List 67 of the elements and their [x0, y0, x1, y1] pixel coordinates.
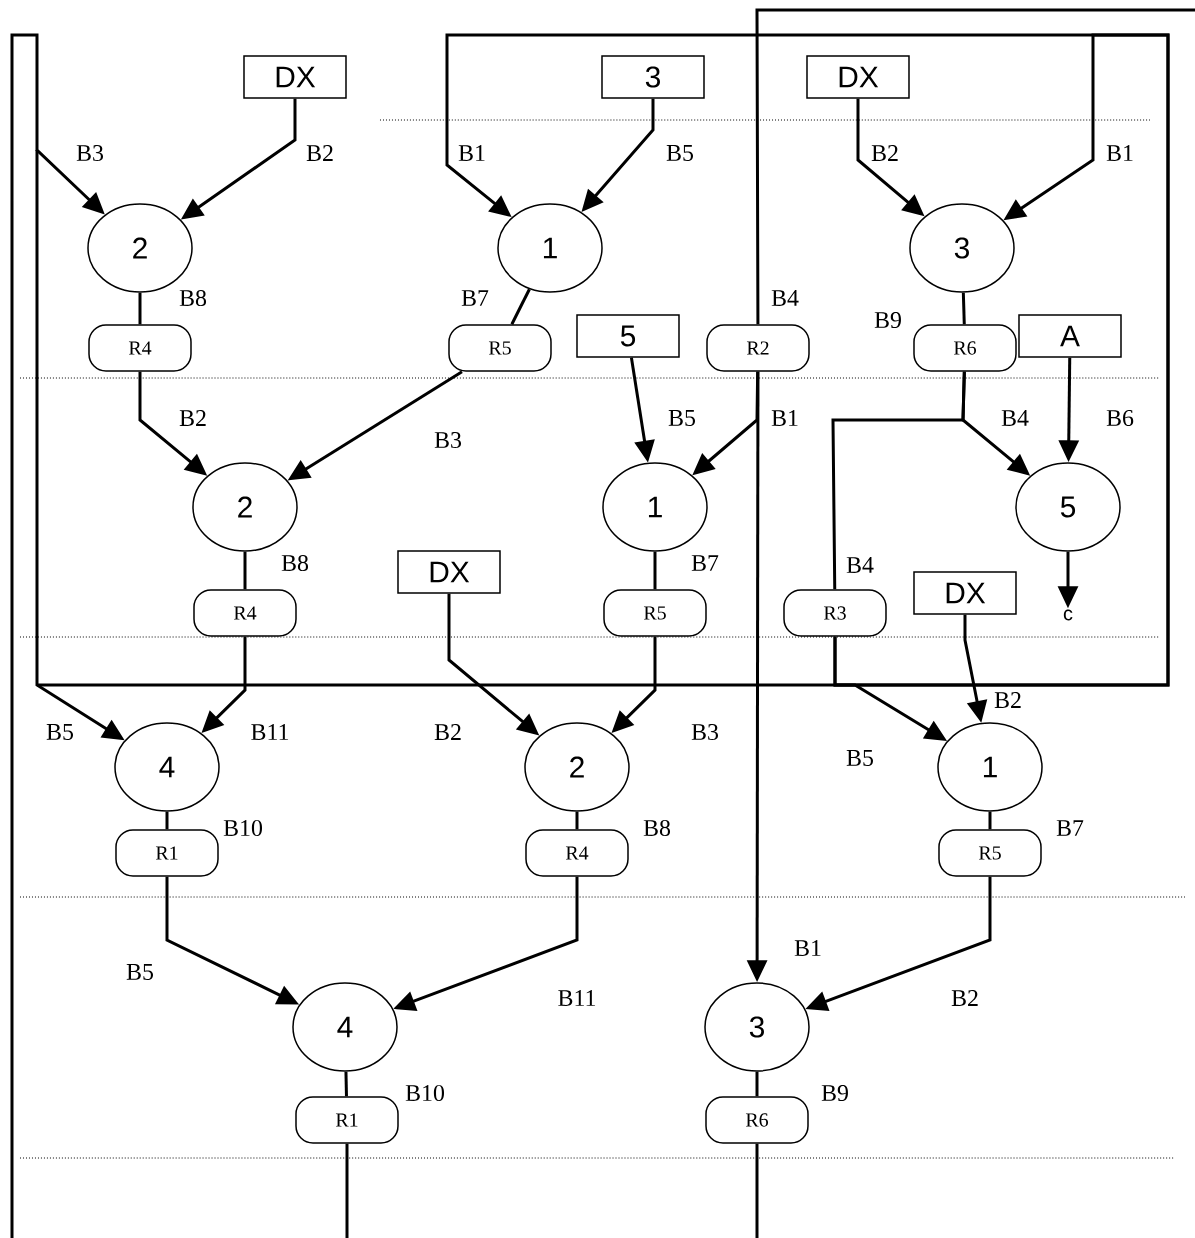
edge-label: B8 — [280, 553, 310, 573]
rounded-box: R5 — [938, 829, 1042, 877]
edge-label: B1 — [1105, 144, 1135, 162]
edge-label: B7 — [690, 554, 720, 572]
edge-label: B11 — [556, 989, 598, 1007]
edge-label: B1 — [457, 144, 487, 162]
output-text: c — [1063, 609, 1073, 621]
edge-label: B10 — [404, 1083, 446, 1103]
rounded-box: R1 — [295, 1096, 399, 1144]
edge-label: B1 — [770, 409, 800, 427]
edge-label: B2 — [433, 723, 463, 741]
edge-label: B11 — [249, 723, 291, 741]
edge-label: B5 — [667, 409, 697, 427]
edge-label: B5 — [665, 144, 695, 162]
edge-label: B3 — [433, 431, 463, 450]
edge-label: B5 — [125, 963, 155, 981]
edge-label: B3 — [690, 723, 720, 742]
edge-label: B9 — [873, 311, 903, 330]
edge-label: B10 — [222, 818, 264, 838]
edge-label: B5 — [845, 749, 875, 767]
connector-line — [653, 551, 657, 590]
connector-line — [755, 8, 1195, 325]
input-box: 3 — [601, 55, 705, 99]
rounded-box: R6 — [913, 324, 1017, 372]
edge-label: B1 — [793, 939, 823, 957]
connector-line — [510, 288, 531, 325]
connector-line — [344, 1071, 348, 1097]
edge-label: B4 — [770, 289, 800, 307]
input-box: DX — [806, 55, 910, 99]
edge-label: B4 — [1000, 409, 1030, 427]
edge-label: B9 — [820, 1084, 850, 1103]
connector-line — [575, 811, 579, 830]
input-box: 5 — [576, 314, 680, 358]
edge-label: B2 — [950, 989, 980, 1007]
rounded-box: R1 — [115, 829, 219, 877]
rounded-box: R3 — [783, 589, 887, 637]
edge-label: B5 — [45, 723, 75, 741]
connector-line — [755, 1071, 759, 1097]
connector-line — [755, 1143, 759, 1238]
input-box: DX — [397, 550, 501, 594]
edge-label: B2 — [178, 409, 208, 427]
connector-line — [165, 811, 169, 830]
rounded-box: R4 — [525, 829, 629, 877]
connector-line — [138, 292, 142, 325]
edge-label: B4 — [845, 556, 875, 574]
edge-label: B2 — [993, 691, 1023, 709]
input-box: DX — [243, 55, 347, 99]
connector-line — [961, 292, 966, 325]
rounded-box: R4 — [88, 324, 192, 372]
rounded-box: R2 — [706, 324, 810, 372]
rounded-box: R4 — [193, 589, 297, 637]
rounded-box: R6 — [705, 1096, 809, 1144]
edge-label: B2 — [305, 144, 335, 162]
input-box: DX — [913, 571, 1017, 615]
input-box: A — [1018, 314, 1122, 358]
edge-label: B8 — [642, 818, 672, 838]
edge-label: B7 — [460, 289, 490, 307]
edge-label: B3 — [75, 144, 105, 163]
edge-label: B6 — [1105, 409, 1135, 428]
connector-line — [243, 551, 247, 590]
rounded-box: R5 — [448, 324, 552, 372]
rounded-box: R5 — [603, 589, 707, 637]
edge-label: B2 — [870, 144, 900, 162]
connector-line — [345, 1143, 349, 1238]
connector-line — [988, 811, 992, 830]
arrow — [833, 33, 1170, 687]
edge-label: B7 — [1055, 819, 1085, 837]
